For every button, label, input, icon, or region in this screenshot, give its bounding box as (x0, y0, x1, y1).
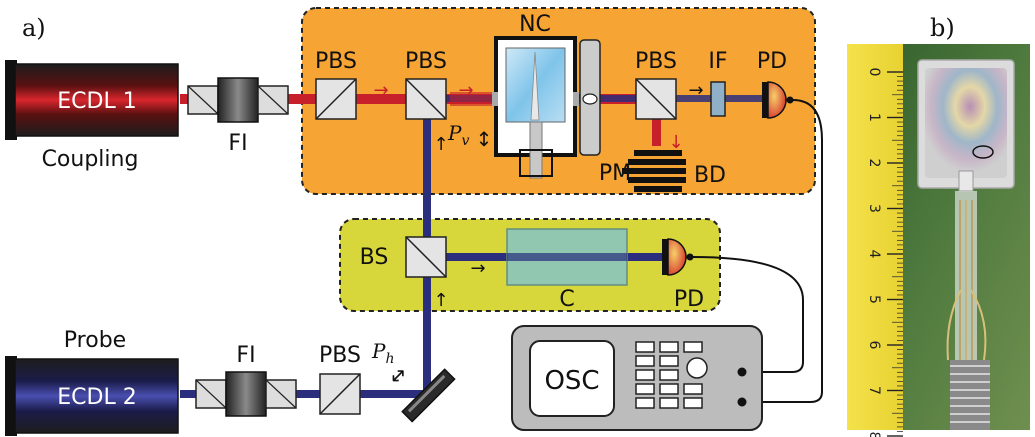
arrow-right-3: → (688, 80, 703, 101)
arrow-right-1: → (373, 80, 388, 101)
ruler-tick-label: 1 (866, 113, 882, 122)
arrow-right-ref: → (470, 258, 485, 279)
ecdl1-label: ECDL 1 (57, 89, 136, 114)
pd2-label: PD (674, 287, 704, 312)
ruler-tick-label: 3 (866, 204, 882, 213)
c-label: C (559, 287, 574, 312)
ecdl1-laser: ECDL 1 (5, 60, 178, 140)
ruler-tick-label: 4 (866, 250, 882, 259)
arrow-down-dump: ↓ (668, 132, 683, 153)
panel-label-a: a) (22, 14, 46, 42)
pbs-2 (406, 79, 446, 119)
ruler-tick-label: 2 (866, 159, 882, 168)
reference-cell-beam (507, 253, 627, 261)
if-label: IF (708, 49, 727, 74)
interference-filter (711, 82, 725, 116)
nc-label: NC (519, 12, 551, 37)
ecdl2-role-label: Probe (64, 328, 126, 353)
ecdl2-laser: ECDL 2 (5, 356, 178, 436)
ruler-tick-label: 8 (866, 432, 882, 437)
faraday-isolator-1 (188, 78, 288, 122)
ruler-tick-label: 7 (866, 386, 882, 395)
pbs4-label: PBS (319, 343, 361, 368)
cell-photo: 0 1 2 3 4 5 6 7 8 (847, 44, 1030, 437)
ruler-tick-label: 5 (866, 295, 882, 304)
faraday-isolator-2 (196, 372, 296, 416)
nano-cell (492, 38, 579, 178)
ph-label: Ph (371, 339, 395, 367)
bd-label: BD (694, 163, 726, 188)
panel-label-b: b) (930, 14, 955, 42)
pbs-4 (320, 374, 360, 414)
pbs-1 (316, 79, 356, 119)
ruler-tick-label: 6 (866, 341, 882, 350)
pbs3-label: PBS (635, 49, 677, 74)
ecdl1-role-label: Coupling (42, 147, 139, 172)
ruler (847, 44, 903, 430)
arrow-up-2: ↑ (433, 290, 448, 311)
pv-double-arrow: ↕ (476, 127, 493, 151)
ecdl2-label: ECDL 2 (57, 385, 136, 410)
ruler-tick-label: 0 (866, 68, 882, 77)
fi1-label: FI (228, 131, 247, 156)
osc-label: OSC (544, 366, 599, 396)
fi2-label: FI (236, 343, 255, 368)
arrow-up-1: ↑ (433, 134, 448, 155)
arrow-right-2: → (458, 80, 473, 101)
beam-splitter (406, 237, 446, 277)
pd1-label: PD (757, 49, 787, 74)
pbs1-label: PBS (315, 49, 357, 74)
pbs2-label: PBS (405, 49, 447, 74)
permanent-magnet (580, 40, 600, 155)
bs-label: BS (360, 245, 389, 270)
pbs-3 (636, 79, 676, 119)
